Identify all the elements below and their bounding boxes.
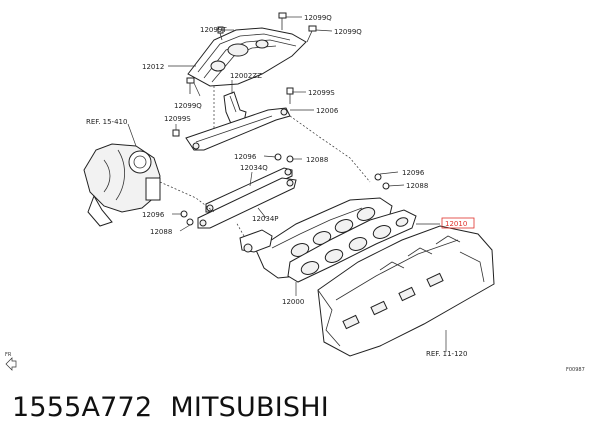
leader-lines: [127, 16, 447, 352]
callout-ref-turbo: REF. 15-410: [86, 118, 127, 126]
callout-12012: 12012: [142, 63, 164, 71]
callout-12010: 12010: [445, 220, 467, 228]
exhaust-manifold-12000: [239, 197, 393, 279]
callout-12096-c: 12096: [142, 211, 165, 219]
caption: 1555A772 MITSUBISHI: [12, 392, 347, 436]
bracket-12002zz: [223, 91, 247, 127]
gasket-12034q: [205, 167, 293, 213]
bolt-12099q-left: [186, 77, 195, 94]
heat-shield-12012: [187, 27, 307, 87]
front-direction-marker: FR: [5, 352, 17, 371]
brand-name: MITSUBISHI: [170, 392, 329, 423]
callout-12000: 12000: [282, 298, 304, 306]
bolt-12099s-left: [172, 129, 180, 137]
callout-12006: 12006: [316, 107, 339, 115]
callout-12099q-left: 12099Q: [174, 102, 202, 110]
callout-12034p: 12034P: [252, 215, 279, 223]
cylinder-head-ref: [317, 225, 495, 357]
manifold-gasket-12010: [287, 209, 417, 283]
callout-12099q-top2: 12099Q: [334, 28, 362, 36]
front-arrow-icon: [5, 357, 17, 371]
bolt-12099q-top2: [306, 25, 317, 43]
bolt-12099q-top1: [278, 12, 287, 30]
callout-12088-b: 12088: [406, 182, 428, 190]
gasket-12034p: [197, 177, 297, 229]
nut-12096-b: [374, 173, 382, 181]
callout-12099s-right: 12099S: [308, 89, 335, 97]
fr-label: FR: [5, 352, 12, 358]
callout-12088-a: 12088: [306, 156, 328, 164]
callout-12010-box: 12010: [441, 217, 475, 229]
callout-12096-b: 12096: [402, 169, 425, 177]
bolt-12099s-right: [286, 87, 294, 104]
washer-12088-c: [186, 218, 194, 226]
callout-ref-head: REF. 11-120: [426, 350, 467, 358]
callout-12099t: 12099T: [200, 26, 227, 34]
figure-code: F00987: [566, 367, 585, 373]
callout-12088-c: 12088: [150, 228, 172, 236]
callout-12096-a: 12096: [234, 153, 257, 161]
callout-12034q: 12034Q: [240, 164, 268, 172]
callout-12099q-top1: 12099Q: [304, 14, 332, 22]
part-number: 1555A772: [12, 392, 153, 423]
callout-12099s-left: 12099S: [164, 115, 191, 123]
bracket-12006: [185, 107, 291, 151]
callout-12002zz: 12002ZZ: [230, 72, 262, 80]
turbocharger-ref: [83, 143, 161, 227]
